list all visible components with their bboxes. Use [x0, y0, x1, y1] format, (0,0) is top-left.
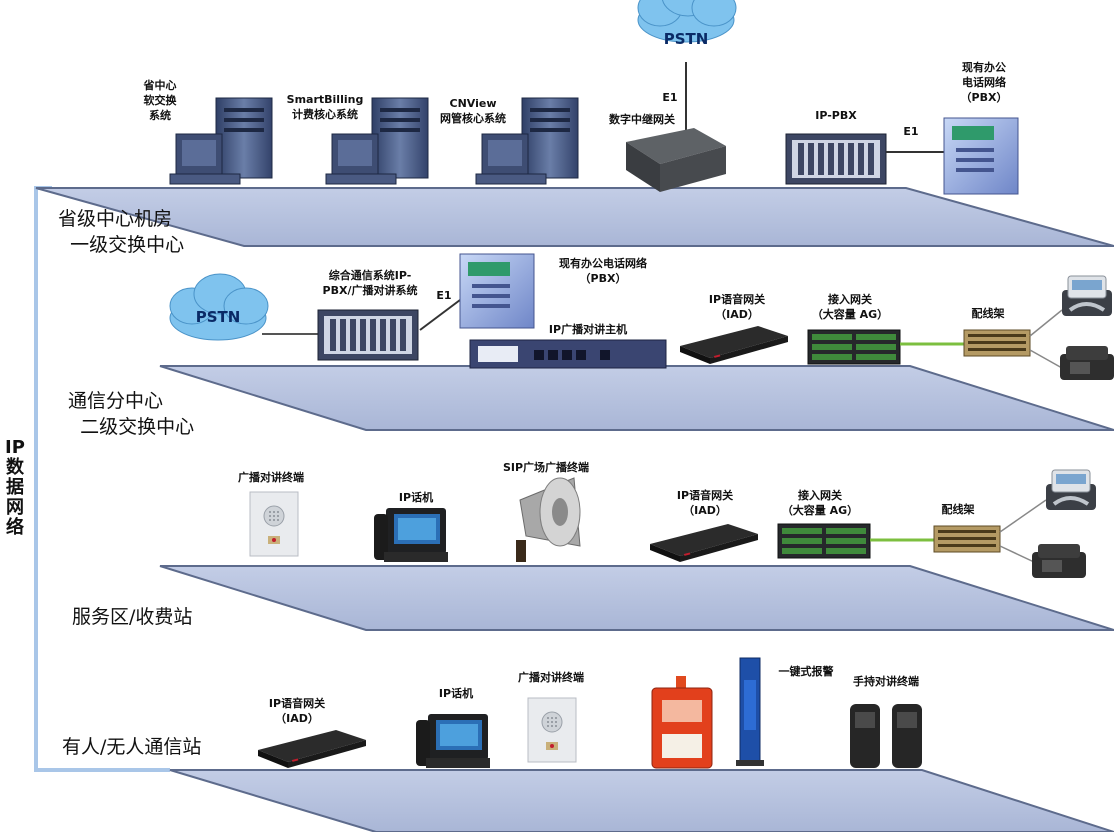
pstn-label-top: PSTN	[664, 30, 709, 48]
ipphone-f3-label: IP话机	[398, 491, 434, 504]
floor1-label: 省级中心机房 一级交换中心	[58, 208, 185, 256]
ipphone-f3-device	[374, 508, 448, 562]
softswitch-label: 省中心 软交换 系统	[143, 79, 177, 122]
e1-f2-label: E1	[436, 289, 452, 302]
office-pbx-f2-label: 现有办公电话网络 （PBX）	[559, 257, 647, 285]
fax-phone-f2	[1060, 346, 1114, 380]
iad-f2-label: IP语音网关 （IAD）	[708, 293, 766, 321]
iad-f4-device	[258, 730, 366, 768]
floor3-platform	[159, 565, 1114, 631]
e1-link-f2	[419, 299, 461, 331]
iad-f4-label: IP语音网关 （IAD）	[268, 697, 326, 725]
iad-f3-device	[650, 524, 758, 562]
billing-label: SmartBilling 计费核心系统	[286, 93, 364, 121]
e1-top-label: E1	[662, 91, 678, 104]
integrated-pbx-label: 综合通信系统IP- PBX/广播对讲系统	[322, 269, 418, 297]
bcast-terminal-f3-device	[249, 491, 299, 557]
sip-speaker-label: SIP广场广播终端	[502, 461, 590, 474]
broadcast-host-device	[469, 339, 667, 369]
ipphone-f4-device	[416, 714, 490, 768]
alarm-box-device	[651, 676, 713, 769]
pstn-cloud-f2	[169, 273, 269, 341]
desk-phone-f2	[1060, 274, 1114, 318]
phone-link-f3a	[999, 499, 1047, 533]
phone-link-f2a	[1029, 309, 1063, 337]
floor2-platform	[159, 365, 1114, 431]
office-pbx-f2-device	[459, 253, 535, 329]
broadcast-host-label: IP广播对讲主机	[548, 323, 628, 336]
fax-phone-f3	[1032, 544, 1086, 578]
phone-link-f3b	[999, 545, 1035, 563]
ag-f3-device	[777, 523, 871, 559]
alarm-label: 一键式报警	[778, 665, 834, 678]
bcast-terminal-f4-device	[527, 697, 577, 763]
trunk-gateway-device	[626, 128, 726, 192]
iad-f2-device	[680, 326, 788, 364]
sip-speaker-device	[516, 477, 581, 562]
desk-phone-f3	[1044, 468, 1098, 512]
distribution-f3-label: 配线架	[941, 503, 975, 516]
office-pbx-top-label: 现有办公 电话网络 （PBX）	[960, 61, 1008, 104]
phone-link-f2b	[1029, 349, 1063, 369]
floor3-label: 服务区/收费站	[72, 606, 193, 628]
ip-network-line	[34, 186, 170, 772]
ippbx-device	[785, 133, 887, 185]
handheld-label: 手持对讲终端	[853, 675, 919, 688]
e1-pbx-label: E1	[903, 125, 919, 138]
ipphone-f4-label: IP话机	[438, 687, 474, 700]
ag-f2-device	[807, 329, 901, 365]
floor4-label: 有人/无人通信站	[62, 736, 202, 758]
trunk-gateway-label: 数字中继网关	[609, 113, 675, 126]
bcast-terminal-f4-label: 广播对讲终端	[518, 671, 584, 684]
floor1-platform	[35, 187, 1114, 247]
distribution-f2-device	[963, 329, 1031, 357]
ag-f3-label: 接入网关 （大容量 AG）	[781, 489, 859, 517]
ag-f2-label: 接入网关 （大容量 AG）	[811, 293, 889, 321]
bcast-terminal-f3-label: 广播对讲终端	[238, 471, 304, 484]
floor4-platform	[169, 769, 1114, 833]
integrated-pbx-device	[317, 309, 419, 361]
alarm-pillar-device	[736, 657, 764, 766]
iad-f3-label: IP语音网关 （IAD）	[676, 489, 734, 517]
distribution-f3-device	[933, 525, 1001, 553]
ippbx-label: IP-PBX	[815, 109, 857, 122]
floor2-label: 通信分中心 二级交换中心	[68, 390, 195, 438]
ip-network-label: IP数据网络	[5, 437, 25, 538]
office-pbx-top-device	[943, 117, 1019, 195]
handheld-terminal-device	[850, 704, 922, 768]
cnview-label: CNView 网管核心系统	[440, 97, 506, 125]
pstn-label-f2: PSTN	[196, 308, 241, 326]
distribution-f2-label: 配线架	[971, 307, 1005, 320]
